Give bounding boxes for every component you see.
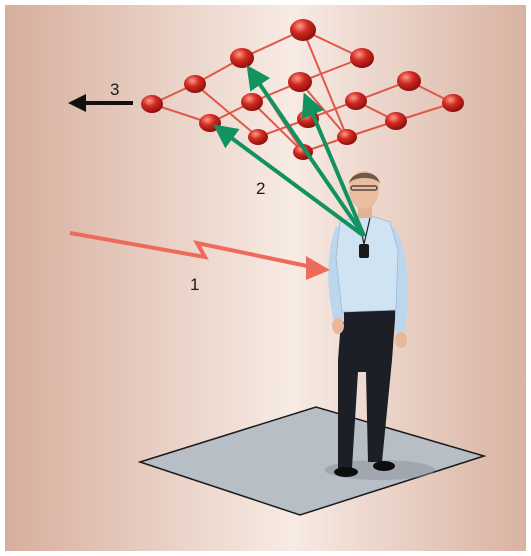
sphere-node-icon [230,48,254,68]
signal-arrow [69,231,330,280]
sphere-node-icon [350,48,374,68]
direction-arrows [213,65,366,238]
signal-label: 1 [190,275,199,294]
trousers [338,306,396,468]
hand-left [332,318,344,334]
person-figure [328,171,409,477]
sphere-node-icon [290,19,316,41]
glasses [350,185,378,191]
direction-arrow [246,65,366,238]
floor-mat [137,406,487,516]
sphere-node-icon [442,94,464,112]
direction-arrow [213,124,366,238]
sphere-node-icon [184,75,206,93]
sphere-node-icon [241,93,263,111]
signal-arrow-head [306,256,330,280]
hair [349,172,380,184]
sphere-node-icon [345,92,367,110]
sphere-node-icon [141,95,163,113]
move-arrow [68,94,133,112]
sphere-node-icon [288,72,312,92]
shoe-left [334,467,358,477]
move-label: 3 [110,80,119,99]
sphere-node-icon [337,129,357,145]
sensor-tag [359,244,369,258]
arrow-head [68,94,86,112]
sphere-node-icon [385,112,407,130]
sphere-node-icon [248,129,268,145]
hand-right [395,332,407,348]
direction-label: 2 [256,179,265,198]
shoe-right [373,461,395,471]
lightning-arrow-icon [69,231,313,269]
direction-arrow [301,92,366,237]
sphere-node-icon [397,71,421,91]
